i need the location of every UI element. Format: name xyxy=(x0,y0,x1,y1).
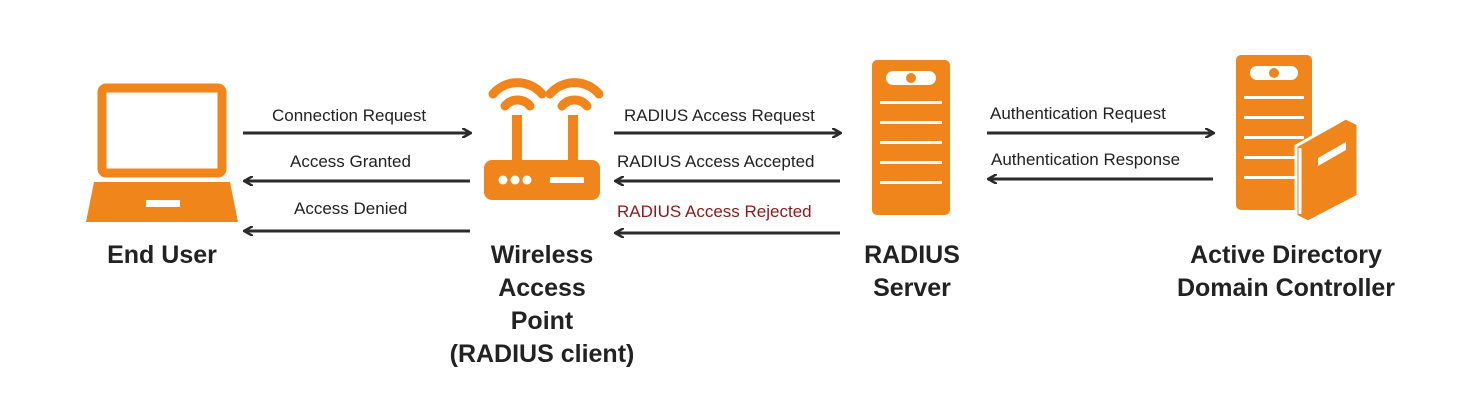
server-book-icon xyxy=(1236,55,1360,224)
edge-label-auth-request: Authentication Request xyxy=(990,104,1166,123)
edge-label-access-denied: Access Denied xyxy=(294,199,408,218)
edge-label-auth-response: Authentication Response xyxy=(991,150,1181,169)
edge-label-connection-request: Connection Request xyxy=(272,106,427,125)
node-label-radius-server: RADIUS Server xyxy=(864,241,960,302)
edge-label-radius-access-request: RADIUS Access Request xyxy=(624,106,815,125)
edge-label-radius-access-rejected: RADIUS Access Rejected xyxy=(617,202,812,221)
node-label-active-directory: Active Directory Domain Controller xyxy=(1176,241,1396,302)
edge-label-access-granted: Access Granted xyxy=(290,152,411,171)
node-label-wireless-access-point: Wireless Access Point (RADIUS client) xyxy=(449,241,635,368)
node-label-end-user: End User xyxy=(107,241,217,269)
laptop-icon xyxy=(86,83,238,222)
wireless-router-icon xyxy=(484,78,604,200)
server-icon xyxy=(872,60,950,215)
edge-label-radius-access-accepted: RADIUS Access Accepted xyxy=(617,152,815,171)
